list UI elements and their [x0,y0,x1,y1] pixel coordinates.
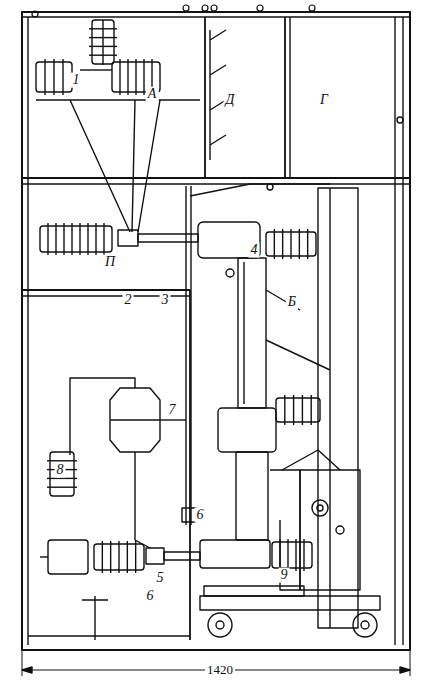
insulator-rib [295,539,296,571]
dimension-value: 1420 [205,663,235,677]
insulator-rib [143,59,144,95]
callout-number: 9 [279,568,290,583]
insulator [40,226,112,252]
insulator-rib [118,541,119,573]
compartment-letter: П [103,255,117,270]
insulator-rib [103,223,104,255]
callout-number: 7 [167,403,178,418]
insulator-rib [279,539,280,571]
insulator-rib [62,59,63,95]
insulator-rib [127,59,128,95]
compartment-letter: Д [224,93,237,108]
insulator-rib [274,229,275,259]
insulator-rib [307,229,308,259]
insulator-rib [47,223,48,255]
insulator-rib [135,541,136,573]
insulator-rib [89,46,117,47]
insulator-rib [303,539,304,571]
insulator-rib [302,395,303,425]
insulator-rib [290,229,291,259]
callout-number: 6 [145,589,156,604]
callout-number: 5 [155,571,166,586]
insulator-rib [119,59,120,95]
insulator [272,542,312,568]
insulator-rib [89,55,117,56]
insulator [276,398,320,422]
callout-number: 1 [71,73,82,88]
insulator-rib [89,28,117,29]
insulator-rib [284,395,285,425]
compartment-letter: Г [318,93,330,108]
insulator-rib [47,460,77,461]
insulator-rib [53,59,54,95]
insulator-rib [95,223,96,255]
callout-number: 3 [160,293,171,308]
insulator-rib [135,59,136,95]
callout-number: 8 [55,463,66,478]
compartment-letter: А [146,87,159,102]
insulator-rib [47,487,77,488]
insulator-rib [87,223,88,255]
insulator-rib [63,223,64,255]
insulator-rib [89,37,117,38]
compartment-letter: Б [286,295,298,310]
callout-number: 4 [249,243,260,258]
insulator-rib [311,395,312,425]
insulator-rib [299,229,300,259]
insulator-rib [282,229,283,259]
insulator-rib [71,223,72,255]
insulator-rib [287,539,288,571]
insulator [92,20,114,64]
insulator-rib [47,478,77,479]
insulator-rib [44,59,45,95]
insulator-rib [55,223,56,255]
callout-number: 2 [123,293,134,308]
insulator-rib [293,395,294,425]
insulator [50,452,74,496]
insulator-rib [79,223,80,255]
insulator-rib [110,541,111,573]
insulator-rib [102,541,103,573]
insulator-rib [127,541,128,573]
callout-number: 6 [195,508,206,523]
